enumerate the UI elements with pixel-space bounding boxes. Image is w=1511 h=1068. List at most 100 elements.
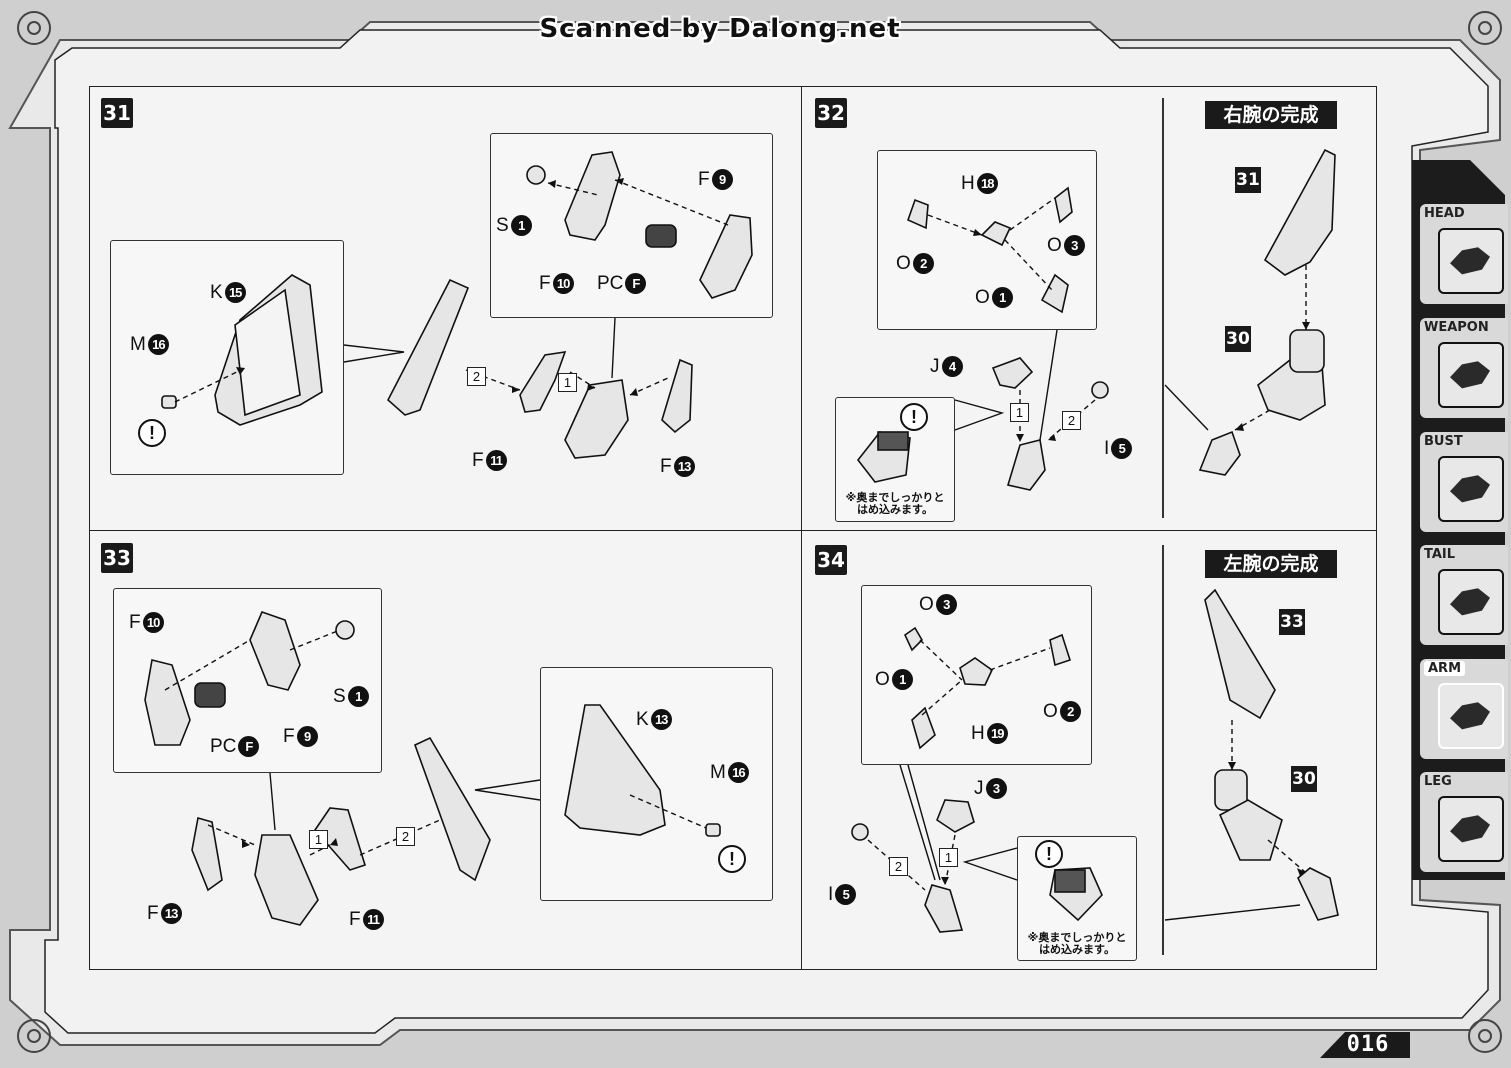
divider: [1162, 98, 1164, 518]
order-mark: 2: [1062, 411, 1081, 430]
pin-part: [705, 823, 721, 837]
instruction-note: ※奥までしっかりと はめ込みます。: [845, 491, 945, 516]
polycap-part: [645, 224, 677, 248]
tab-label: HEAD: [1424, 206, 1465, 221]
tab-label: WEAPON: [1424, 320, 1489, 335]
tab-bust[interactable]: BUST: [1420, 432, 1508, 532]
cap-part: [526, 165, 546, 185]
tab-label: LEG: [1424, 774, 1452, 789]
hand-part: [1006, 439, 1046, 491]
step-number: 32: [815, 98, 847, 128]
weapon-icon: [1438, 342, 1504, 408]
head-icon: [1438, 228, 1504, 294]
hand-part: [313, 807, 366, 871]
finger-part: [1054, 186, 1073, 224]
completion-header: 右腕の完成: [1205, 101, 1337, 129]
order-mark: 1: [1010, 403, 1029, 422]
step-reference: 33: [1279, 609, 1305, 635]
order-mark: 1: [558, 373, 577, 392]
arm-frame-part: [249, 610, 301, 691]
armor-plate-part: [387, 278, 470, 416]
finger-part: [959, 657, 994, 686]
arm-frame-part: [191, 816, 223, 892]
warning-icon: !: [138, 419, 166, 447]
order-mark: 1: [309, 830, 328, 849]
elbow-part: [1218, 799, 1283, 861]
armor-plate-part: [413, 736, 491, 882]
armor-plate-part: [1204, 588, 1276, 720]
joint-part: [851, 823, 869, 841]
tab-label: BUST: [1424, 434, 1463, 449]
tab-arm[interactable]: ARM: [1420, 659, 1508, 759]
finger-part: [980, 221, 1012, 247]
warning-icon: !: [1035, 840, 1063, 868]
hand-cover-part: [991, 357, 1034, 389]
hand-part: [924, 884, 964, 933]
hand-cover-part: [936, 799, 975, 833]
tab-tail[interactable]: TAIL: [1420, 545, 1508, 645]
armor-plate-part: [1263, 148, 1336, 276]
arm-frame-part: [564, 151, 621, 241]
step-number: 34: [815, 545, 847, 575]
hand-part: [1297, 867, 1339, 921]
order-mark: 2: [467, 367, 486, 386]
screw-icon: [17, 11, 1502, 1053]
order-mark: 2: [396, 827, 415, 846]
tab-head[interactable]: HEAD: [1420, 204, 1508, 304]
cap-part: [335, 620, 355, 640]
polycap-part: [194, 682, 226, 708]
step-reference: 30: [1291, 766, 1317, 792]
arm-frame-part: [254, 834, 319, 926]
arm-frame-part: [699, 214, 753, 299]
joint-part: [1091, 381, 1109, 399]
hand-part: [519, 351, 567, 413]
finger-part: [903, 626, 924, 652]
completion-header: 左腕の完成: [1205, 550, 1337, 578]
divider: [1162, 545, 1164, 955]
tail-icon: [1438, 569, 1504, 635]
tab-label: ARM: [1424, 661, 1466, 676]
arm-frame-part: [661, 358, 693, 434]
armor-plate-part: [564, 704, 666, 836]
arm-icon: [1438, 683, 1504, 749]
hand-part: [1198, 430, 1241, 476]
tab-weapon[interactable]: WEAPON: [1420, 318, 1508, 418]
finger-part: [907, 198, 929, 230]
finger-part: [1049, 633, 1072, 667]
arm-frame-part: [144, 659, 191, 746]
arm-frame-part: [564, 379, 629, 459]
step-reference: 31: [1235, 167, 1261, 193]
bust-icon: [1438, 456, 1504, 522]
leg-icon: [1438, 796, 1504, 862]
step-reference: 30: [1225, 326, 1251, 352]
tab-leg[interactable]: LEG: [1420, 772, 1508, 872]
finger-part: [1040, 273, 1069, 314]
instruction-note: ※奥までしっかりと はめ込みます。: [1027, 931, 1127, 956]
